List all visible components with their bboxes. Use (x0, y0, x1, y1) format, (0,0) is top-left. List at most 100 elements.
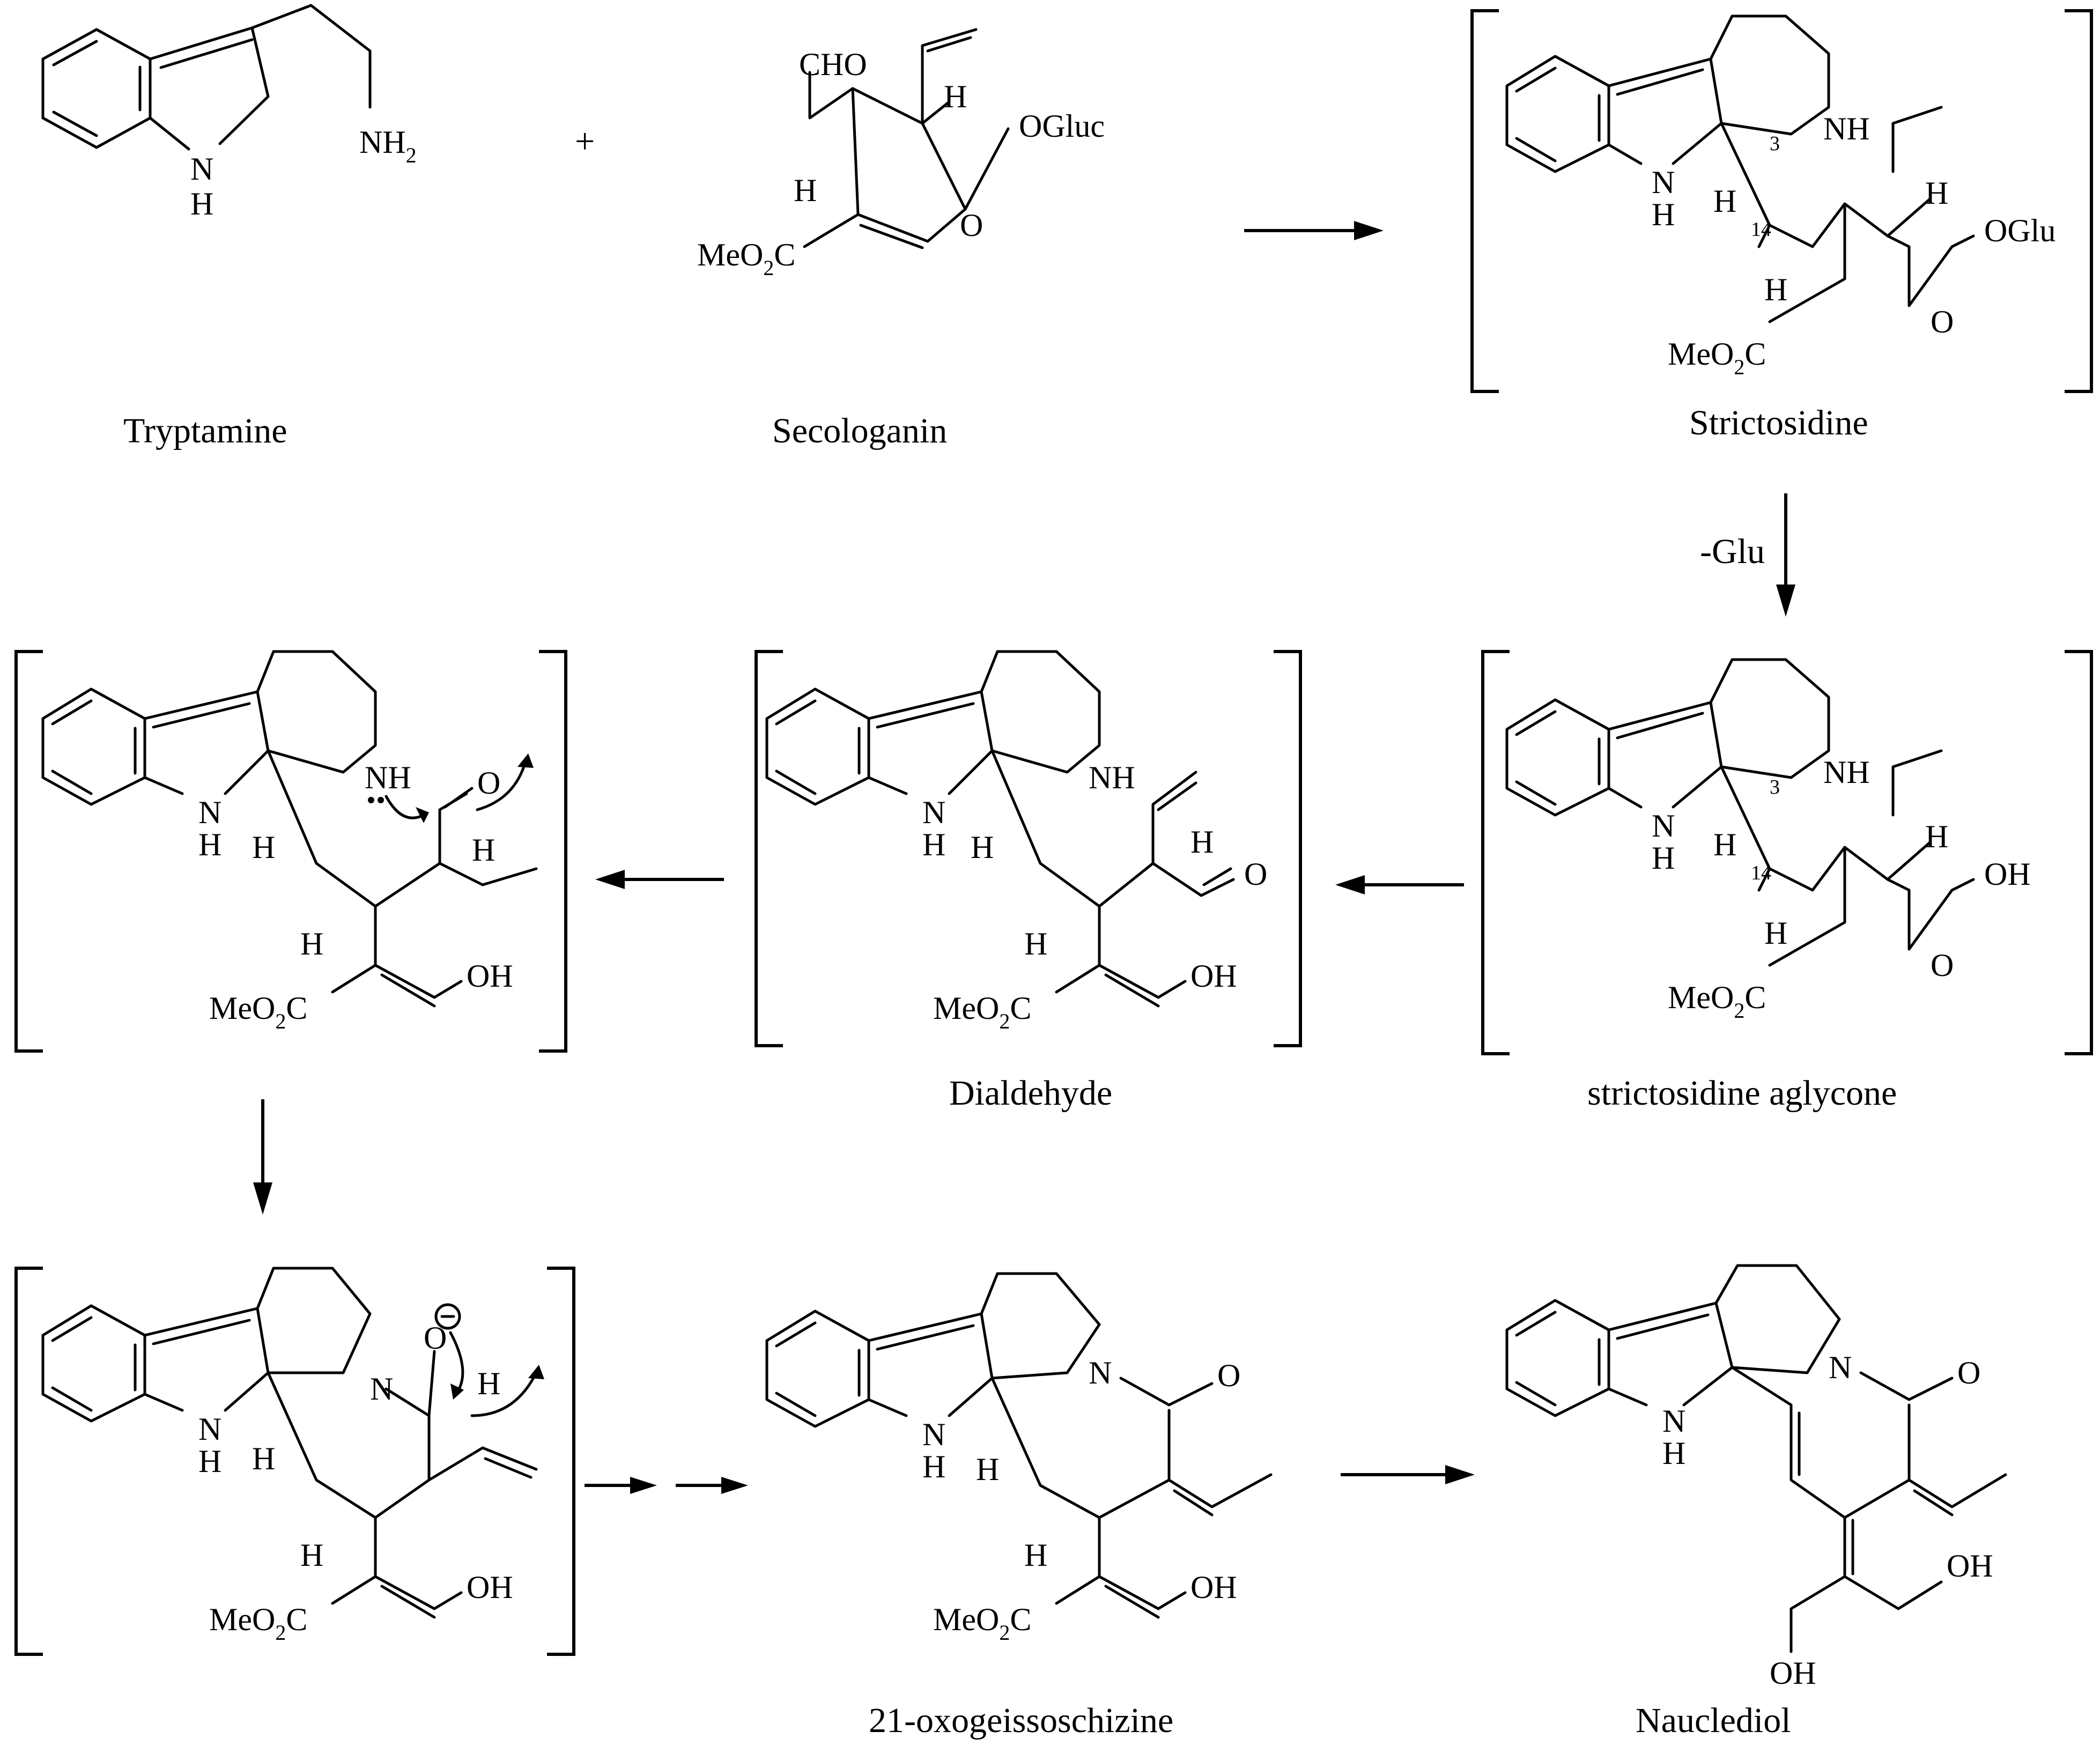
strictosidine-c14-locant: 14 (1751, 218, 1771, 241)
iminium-intermediate-bracket (14, 650, 567, 1053)
strictosidine-nh-h-label: H (1652, 197, 1675, 232)
dialdehyde-bracket (755, 650, 1302, 1047)
reaction-arrow-5 (585, 1477, 748, 1494)
nauclediol-structure: N H N O OH OH (1505, 1264, 2007, 1691)
dialdehyde-structure: N H NH H H O H OH MeO2C (765, 650, 1267, 1033)
alkoxide-n-label: N (198, 1411, 221, 1447)
alkoxide-h2-label: H (300, 1537, 323, 1573)
aglycone-structure: N H NH 3 H 14 H OH H O MeO2C (1505, 658, 2031, 1023)
iminium-nh-h-label: H (198, 827, 221, 862)
aglycone-c14-locant: 14 (1751, 862, 1771, 884)
nauclediol-oh2-label: OH (1770, 1655, 1816, 1691)
aglycone-oh-label: OH (1984, 856, 2031, 892)
tryptamine-n-label: N (190, 151, 213, 187)
dialdehyde-label: Dialdehyde (949, 1074, 1112, 1113)
aglycone-o-label: O (1931, 948, 1954, 983)
secologanin-h2-label: H (794, 173, 817, 208)
reaction-arrow-6 (1341, 1465, 1475, 1484)
dialdehyde-h2-label: H (1024, 926, 1047, 961)
dialdehyde-ester-label: MeO2C (933, 990, 1031, 1033)
aglycone-h2-label: H (1764, 915, 1787, 951)
nauclediol-oh-label: OH (1947, 1548, 1993, 1584)
alkoxide-intermediate-structure: N H N O H H H OH MeO2C (41, 1267, 544, 1645)
aglycone-c3-locant: 3 (1770, 776, 1780, 798)
reaction-arrow-3 (1335, 875, 1464, 894)
iminium-nh-label: NH (365, 760, 411, 795)
oxogeissoschizine-nh-h-label: H (922, 1449, 945, 1484)
oxogeissoschizine-ester-label: MeO2C (933, 1602, 1031, 1645)
strictosidine-h3-label: H (1713, 183, 1736, 219)
oxogeissoschizine-n-ring-label: N (1089, 1355, 1112, 1390)
nauclediol-nh-h-label: H (1662, 1436, 1685, 1471)
iminium-h2-label: H (300, 926, 323, 961)
reaction-arrow-2 (595, 870, 724, 889)
dialdehyde-oh-label: OH (1191, 958, 1237, 994)
alkoxide-h3-label: H (252, 1441, 275, 1476)
nauclediol-o-label: O (1957, 1355, 1980, 1390)
strictosidine-bracket (1470, 9, 2093, 393)
alkoxide-h-label: H (477, 1366, 500, 1401)
iminium-ester-label: MeO2C (209, 990, 307, 1033)
dialdehyde-nh-h-label: H (922, 827, 945, 862)
tryptamine-structure: N H NH2 (41, 4, 417, 221)
deglycosylation-label: -Glu (1700, 532, 1765, 571)
alkoxide-ester-label: MeO2C (209, 1602, 307, 1645)
dialdehyde-h3-label: H (971, 830, 994, 865)
oxogeissoschizine-structure: N H N O H H OH MeO2C (765, 1272, 1273, 1645)
reaction-arrow-4 (253, 1099, 272, 1215)
oxogeissoschizine-n-label: N (922, 1417, 945, 1452)
aglycone-n-label: N (1652, 808, 1675, 844)
nauclediol-n-ring-label: N (1829, 1350, 1852, 1385)
tryptamine-label: Tryptamine (123, 411, 287, 450)
oxogeissoschizine-oh-label: OH (1191, 1570, 1237, 1605)
secologanin-cho-label: CHO (799, 47, 867, 82)
strictosidine-ester-label: MeO2C (1668, 336, 1766, 379)
iminium-intermediate-structure: N H NH O H H H OH MeO2C (41, 650, 538, 1033)
reaction-arrow-1 (1244, 221, 1384, 240)
iminium-aldehyde-o-label: O (477, 765, 500, 801)
alkoxide-nh-h-label: H (198, 1444, 221, 1479)
dialdehyde-h-label: H (1191, 824, 1214, 860)
strictosidine-nh-label: NH (1823, 111, 1870, 146)
dialdehyde-o-label: O (1244, 856, 1267, 892)
dialdehyde-nh-label: NH (1089, 760, 1135, 795)
aglycone-h3-label: H (1713, 827, 1736, 862)
strictosidine-c3-locant: 3 (1770, 132, 1780, 155)
strictosidine-h-label: H (1925, 175, 1948, 211)
secologanin-ogluc-label: OGluc (1019, 108, 1105, 144)
aglycone-nh-h-label: H (1652, 840, 1675, 876)
nauclediol-label: Nauclediol (1636, 1701, 1791, 1740)
strictosidine-oglu-label: OGlu (1984, 213, 2055, 248)
alkoxide-o-label: O (424, 1320, 447, 1356)
secologanin-o-label: O (960, 208, 983, 243)
aglycone-label: strictosidine aglycone (1587, 1074, 1897, 1113)
aglycone-bracket (1481, 650, 2093, 1055)
strictosidine-n-label: N (1652, 165, 1675, 200)
iminium-oh-label: OH (467, 958, 513, 994)
aglycone-ester-label: MeO2C (1668, 980, 1766, 1023)
plus-sign: + (575, 122, 595, 161)
iminium-n-label: N (198, 795, 221, 830)
alkoxide-n-ring-label: N (370, 1371, 393, 1407)
secologanin-label: Secologanin (772, 411, 947, 450)
tryptamine-nh-h-label: H (190, 186, 213, 221)
strictosidine-structure: N H NH 3 H 14 H OGlu H O MeO2C (1505, 14, 2055, 379)
secologanin-structure: CHO H OGluc H O MeO2C (697, 28, 1105, 280)
strictosidine-h2-label: H (1764, 272, 1787, 307)
aglycone-h-label: H (1925, 819, 1948, 854)
strictosidine-o-label: O (1931, 304, 1954, 339)
oxogeissoschizine-label: 21-oxogeissoschizine (869, 1701, 1173, 1740)
secologanin-h-label: H (944, 79, 967, 114)
oxogeissoschizine-o-label: O (1217, 1358, 1240, 1393)
iminium-h-label: H (472, 832, 495, 868)
dialdehyde-n-label: N (922, 795, 945, 830)
iminium-h3-label: H (252, 830, 275, 865)
reaction-arrow-deglycosylation (1776, 493, 1795, 617)
alkoxide-oh-label: OH (467, 1570, 513, 1605)
oxogeissoschizine-h2-label: H (1024, 1537, 1047, 1573)
oxogeissoschizine-h3-label: H (976, 1452, 999, 1487)
strictosidine-label: Strictosidine (1689, 403, 1868, 442)
secologanin-ester-label: MeO2C (697, 237, 795, 280)
tryptamine-nh2-label: NH2 (359, 124, 417, 167)
alkoxide-intermediate-bracket (14, 1267, 575, 1656)
